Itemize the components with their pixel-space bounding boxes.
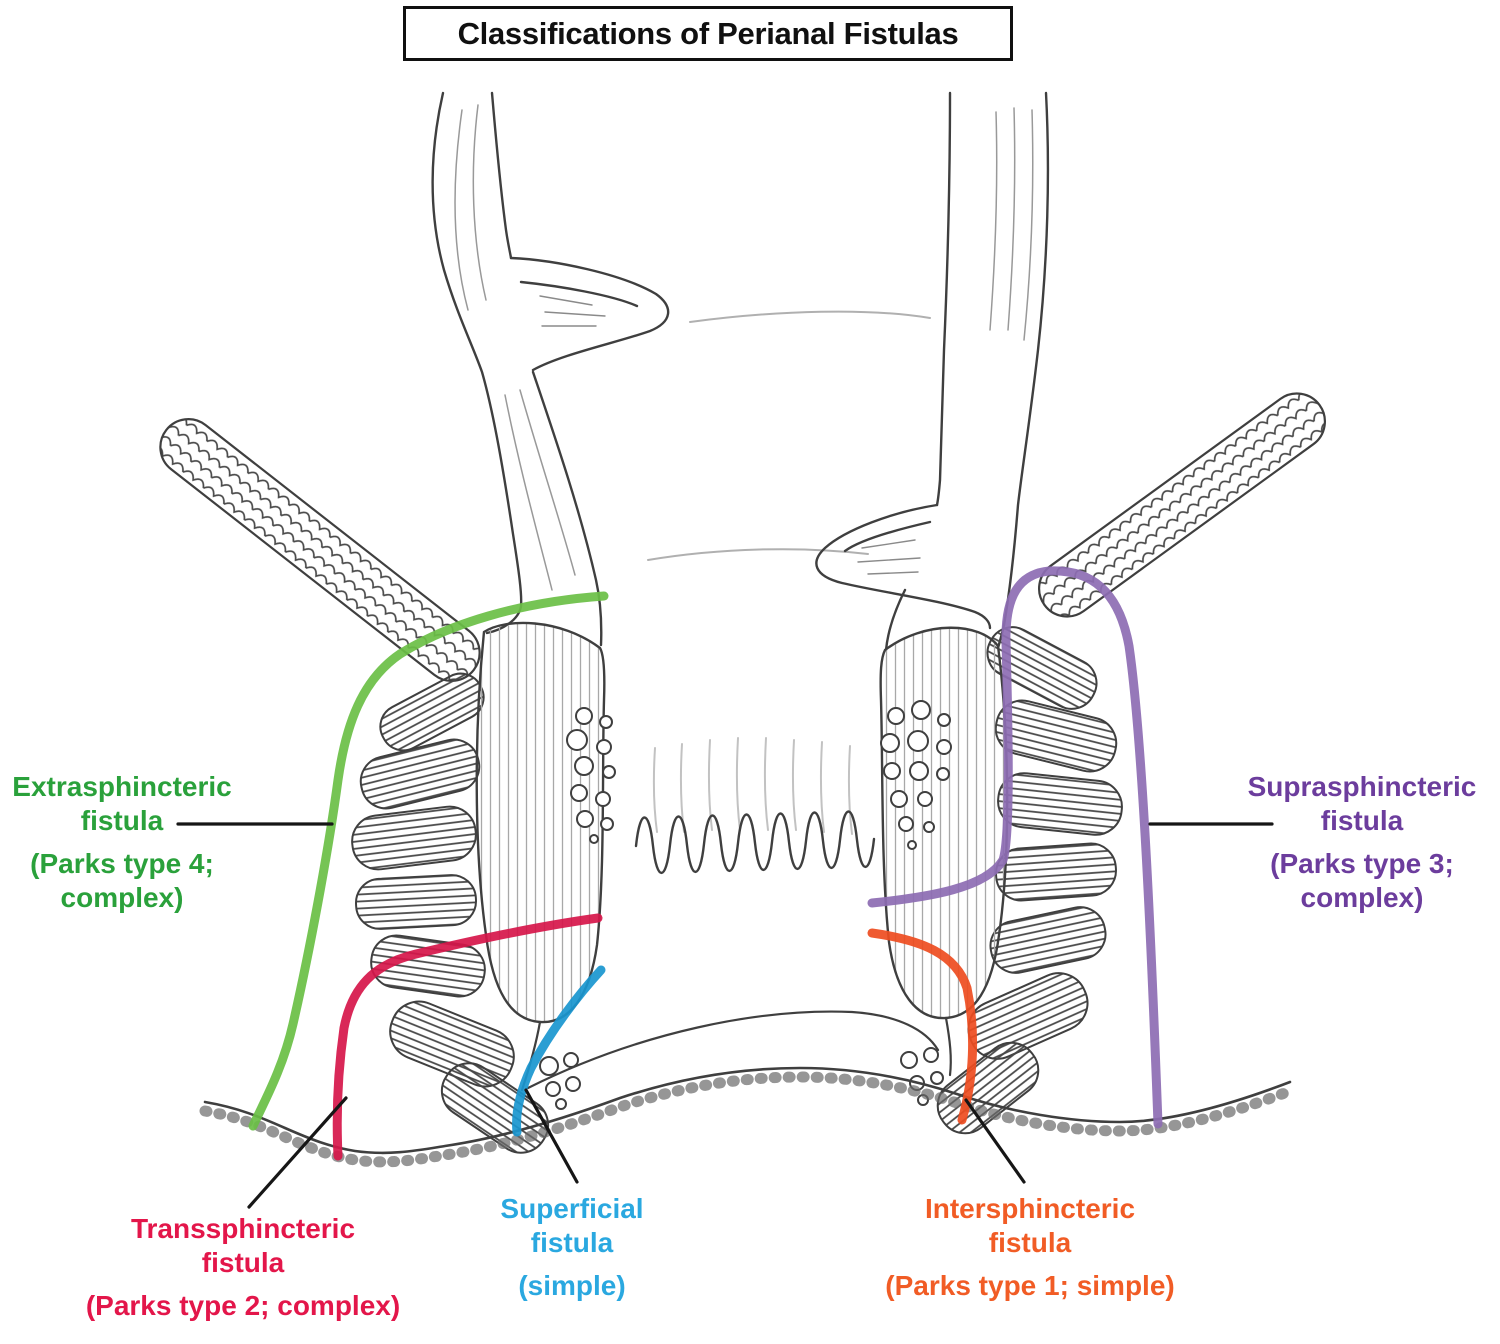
label-suprasphincteric-detail2: complex) xyxy=(1300,882,1424,913)
anal-glands-right-upper xyxy=(880,700,952,850)
label-superficial: Superficial fistula (simple) xyxy=(500,1192,643,1303)
tract-transsphincteric xyxy=(332,913,603,1161)
label-extrasphincteric-name: Extrasphincteric xyxy=(12,771,232,802)
label-extrasphincteric-detail: (Parks type 4; xyxy=(30,848,214,879)
rectal-wall-right xyxy=(815,91,1050,652)
label-superficial-name: Superficial xyxy=(500,1193,644,1224)
label-transsphincteric-name: Transsphincteric xyxy=(130,1213,356,1244)
leader-transsphincteric xyxy=(247,1096,348,1209)
label-transsphincteric: Transsphincteric fistula (Parks type 2; … xyxy=(86,1212,400,1323)
label-intersphincteric-name: Intersphincteric xyxy=(924,1193,1136,1224)
dentate-line xyxy=(634,810,876,875)
label-suprasphincteric: Suprasphincteric fistula (Parks type 3; … xyxy=(1248,770,1477,915)
label-suprasphincteric-name: Suprasphincteric xyxy=(1247,771,1477,802)
tract-superficial xyxy=(512,965,606,1137)
label-suprasphincteric-name2: fistula xyxy=(1320,805,1404,836)
label-superficial-name2: fistula xyxy=(530,1227,614,1258)
label-superficial-detail: (simple) xyxy=(518,1270,626,1301)
label-intersphincteric: Intersphincteric fistula (Parks type 1; … xyxy=(885,1192,1174,1303)
label-intersphincteric-detail: (Parks type 1; simple) xyxy=(885,1270,1175,1301)
leader-intersphincteric xyxy=(964,1098,1026,1184)
perianal-skin xyxy=(199,1066,1296,1168)
label-suprasphincteric-detail: (Parks type 3; xyxy=(1270,848,1454,879)
label-extrasphincteric-name2: fistula xyxy=(80,805,164,836)
label-intersphincteric-name2: fistula xyxy=(988,1227,1072,1258)
anatomy-sketch xyxy=(159,91,1326,1168)
leader-superficial xyxy=(524,1088,579,1184)
tract-suprasphincteric xyxy=(867,566,1163,1129)
tract-intersphincteric xyxy=(867,928,978,1125)
levator-ani-right xyxy=(1038,392,1326,618)
rectal-wall-left xyxy=(431,91,670,647)
label-transsphincteric-detail: (Parks type 2; complex) xyxy=(85,1290,401,1321)
rectal-fold-right xyxy=(815,503,992,630)
anal-glands-left-upper xyxy=(566,707,616,844)
internal-sphincter-right xyxy=(879,626,1009,1020)
rectal-fold-left xyxy=(509,256,670,372)
label-extrasphincteric: Extrasphincteric fistula (Parks type 4; … xyxy=(12,770,231,915)
anal-glands-left-lower xyxy=(539,1052,581,1110)
levator-ani-left xyxy=(159,418,481,682)
rectal-lumen-folds xyxy=(647,310,931,561)
label-extrasphincteric-detail2: complex) xyxy=(60,882,184,913)
tract-extrasphincteric xyxy=(248,591,609,1131)
anal-columns xyxy=(652,737,853,835)
label-transsphincteric-name2: fistula xyxy=(201,1247,285,1278)
diagram-title-box: Classifications of Perianal Fistulas xyxy=(403,6,1013,61)
diagram-title: Classifications of Perianal Fistulas xyxy=(457,15,959,51)
